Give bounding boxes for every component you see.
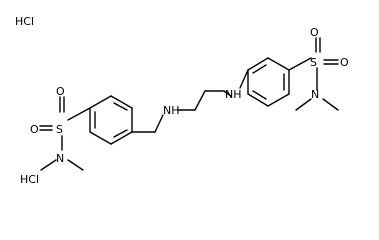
o-left-top-label: O: [56, 85, 65, 98]
bond: [194, 90, 206, 111]
bonds: [39, 37, 339, 171]
n-left-label: N: [56, 152, 64, 165]
bond: [40, 159, 57, 171]
bond: [267, 93, 290, 107]
bond: [247, 93, 269, 107]
s-left-label: S: [56, 123, 63, 136]
nh-right-label: NH: [225, 88, 242, 101]
bond: [322, 98, 339, 111]
bond: [223, 90, 232, 97]
bond: [295, 98, 312, 111]
o-left-bottom-label: O: [30, 123, 39, 136]
bond: [239, 69, 249, 89]
bond: [113, 129, 128, 138]
bond: [89, 95, 112, 109]
hcl-top-label: HCl: [15, 15, 34, 28]
bond: [89, 131, 112, 145]
n-right-label: N: [311, 88, 319, 101]
nh-left-label: NH: [163, 104, 180, 117]
bond: [247, 57, 269, 71]
bond: [154, 114, 164, 133]
hcl-bottom-label: HCl: [20, 173, 39, 186]
bond: [67, 107, 91, 121]
o-right-bottom-label: O: [340, 56, 349, 69]
bond: [113, 102, 128, 111]
bond: [252, 64, 267, 74]
bond: [252, 90, 267, 100]
bond: [288, 57, 312, 71]
o-right-top-label: O: [310, 26, 319, 39]
molecule-diagram: HCl HCl NH NH S O O N S O O N: [15, 15, 349, 186]
bond: [67, 159, 84, 171]
bond: [267, 57, 290, 71]
structure-canvas: HCl HCl NH NH S O O N S O O N: [15, 15, 349, 186]
bond: [110, 131, 133, 145]
s-right-label: S: [310, 56, 317, 69]
bond: [110, 95, 133, 109]
